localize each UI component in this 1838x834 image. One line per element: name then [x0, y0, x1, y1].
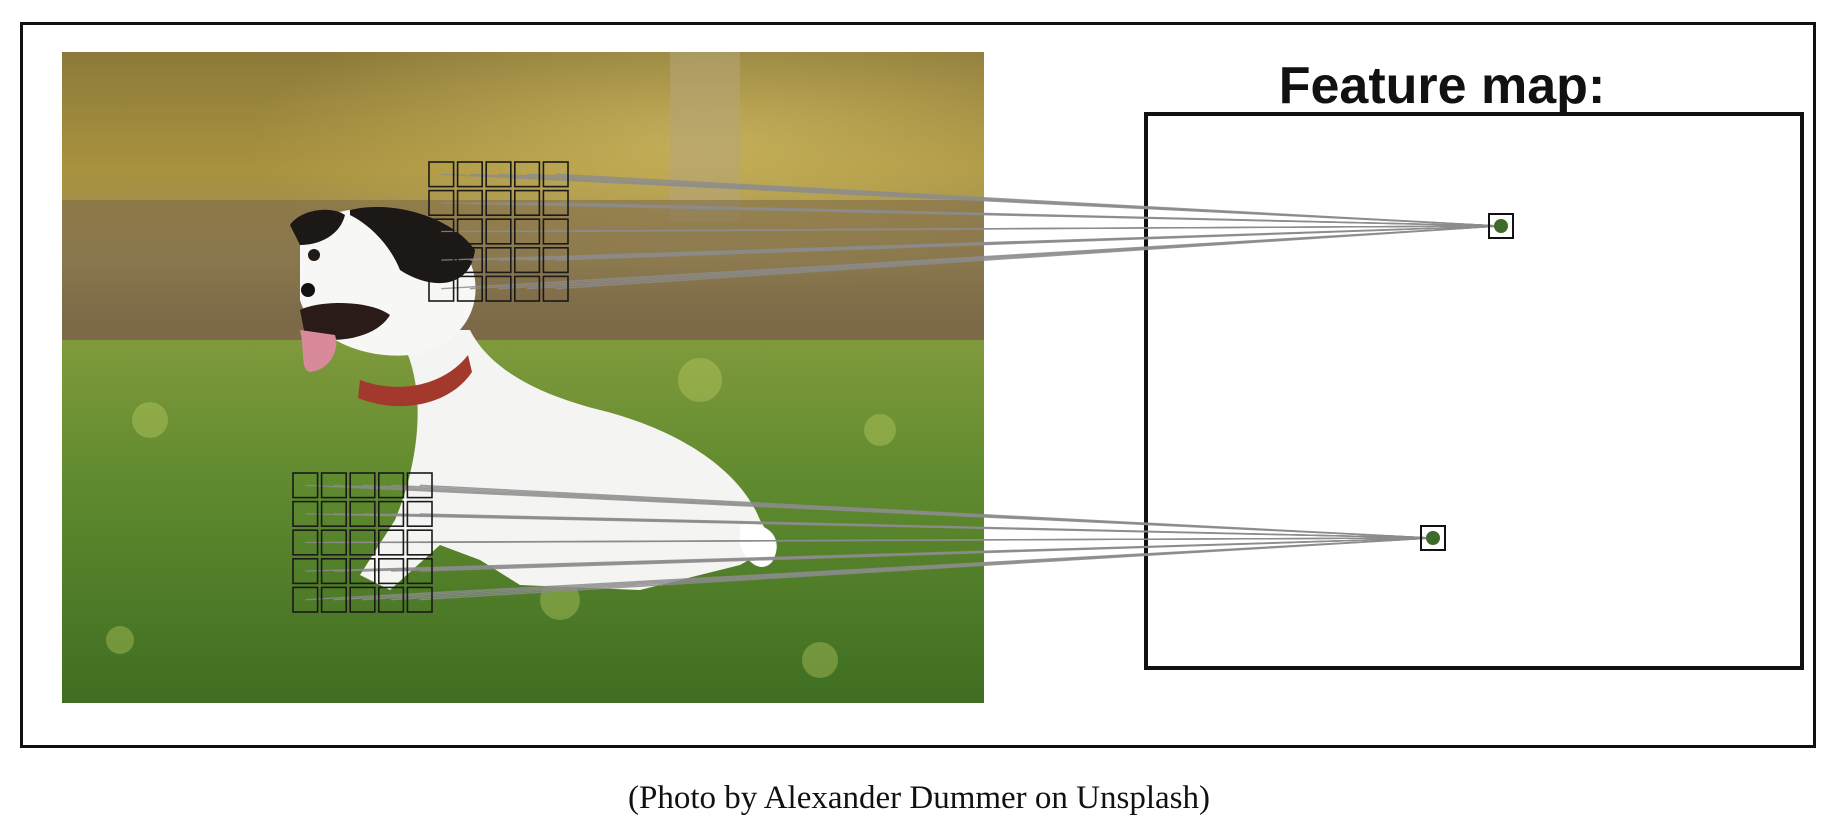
- upper-receptive-field: [428, 161, 569, 302]
- receptive-field-cell: [513, 275, 541, 302]
- receptive-field-cell: [542, 275, 569, 302]
- lower-receptive-field: [292, 472, 433, 613]
- receptive-field-cell: [349, 472, 376, 499]
- connector-line: [555, 225, 1502, 261]
- receptive-field-cell: [320, 557, 348, 585]
- receptive-field-cell: [456, 218, 484, 245]
- receptive-field-cell: [485, 218, 512, 245]
- receptive-field-cell: [292, 529, 319, 556]
- receptive-field-cell: [428, 161, 455, 188]
- receptive-field-cell: [428, 189, 455, 217]
- receptive-field-cell: [456, 275, 484, 302]
- receptive-field-cell: [485, 247, 512, 274]
- receptive-field-cell: [292, 557, 319, 585]
- receptive-field-cell: [513, 218, 541, 245]
- receptive-field-cell: [292, 500, 319, 528]
- receptive-field-cell: [377, 529, 405, 556]
- receptive-field-cell: [406, 557, 433, 585]
- receptive-field-cell: [456, 247, 484, 274]
- receptive-field-cell: [513, 247, 541, 274]
- connector-line: [555, 202, 1502, 227]
- feature-map-box: [1144, 112, 1804, 670]
- connector-line: [419, 484, 1434, 539]
- receptive-field-cell: [349, 586, 376, 613]
- connector-line: [419, 513, 1434, 539]
- receptive-field-cell: [542, 218, 569, 245]
- receptive-field-cell: [349, 500, 376, 528]
- receptive-field-cell: [456, 189, 484, 217]
- connector-line: [419, 537, 1434, 572]
- receptive-field-cell: [349, 529, 376, 556]
- receptive-field-cell: [542, 247, 569, 274]
- receptive-field-cell: [513, 189, 541, 217]
- lower-activation-dot: [1426, 531, 1440, 545]
- receptive-field-cell: [542, 189, 569, 217]
- receptive-field-cell: [542, 161, 569, 188]
- receptive-field-cell: [485, 189, 512, 217]
- receptive-field-cell: [485, 161, 512, 188]
- receptive-field-cell: [406, 472, 433, 499]
- receptive-field-cell: [428, 247, 455, 274]
- receptive-field-cell: [320, 500, 348, 528]
- receptive-field-cell: [292, 586, 319, 613]
- lower-activation: [1420, 525, 1446, 551]
- receptive-field-cell: [406, 500, 433, 528]
- receptive-field-cell: [406, 586, 433, 613]
- feature-map-title: Feature map:: [1279, 57, 1606, 115]
- receptive-field-cell: [456, 161, 484, 188]
- upper-activation: [1488, 213, 1514, 239]
- lower-connector-lines: [305, 484, 1434, 601]
- connector-line: [555, 225, 1502, 290]
- connector-line: [419, 537, 1434, 601]
- upper-activation-dot: [1494, 219, 1508, 233]
- dog-figure: [290, 206, 777, 590]
- receptive-field-cell: [320, 472, 348, 499]
- dog-photo: [62, 52, 984, 703]
- receptive-field-cell: [406, 529, 433, 556]
- connector-line: [419, 537, 1434, 544]
- connector-line: [555, 173, 1502, 227]
- receptive-field-cell: [428, 275, 455, 302]
- receptive-field-cell: [377, 472, 405, 499]
- receptive-field-cell: [377, 500, 405, 528]
- photo-credit-caption: (Photo by Alexander Dummer on Unsplash): [628, 780, 1210, 816]
- receptive-field-cell: [377, 586, 405, 613]
- upper-activation-cell: [1488, 213, 1514, 239]
- receptive-field-cell: [292, 472, 319, 499]
- connector-line: [555, 225, 1502, 233]
- receptive-field-cell: [485, 275, 512, 302]
- receptive-field-cell: [349, 557, 376, 585]
- upper-connector-lines: [441, 173, 1502, 290]
- receptive-field-cell: [377, 557, 405, 585]
- lower-activation-cell: [1420, 525, 1446, 551]
- receptive-field-cell: [320, 529, 348, 556]
- receptive-field-cell: [428, 218, 455, 245]
- receptive-field-cell: [513, 161, 541, 188]
- receptive-field-cell: [320, 586, 348, 613]
